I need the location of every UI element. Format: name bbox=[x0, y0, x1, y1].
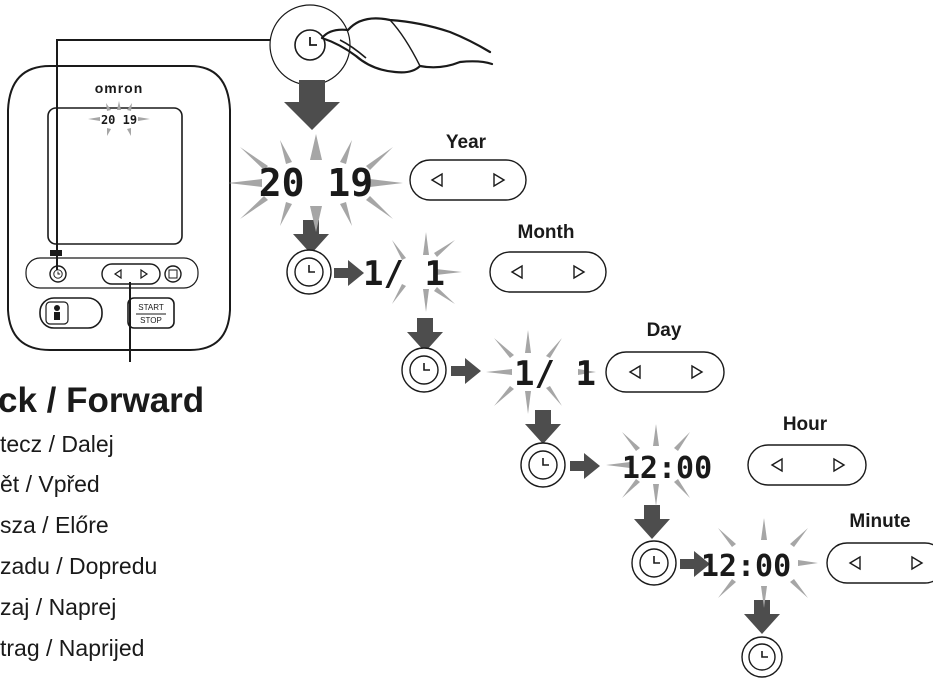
clock-button-step-2[interactable] bbox=[286, 249, 332, 295]
blink-rays bbox=[718, 518, 818, 608]
right-arrow-icon bbox=[451, 358, 481, 384]
down-arrow-icon bbox=[634, 505, 670, 539]
back-arrow-icon[interactable] bbox=[628, 364, 641, 380]
blood-pressure-monitor: omron 20 19 bbox=[7, 65, 231, 351]
day-label: Day bbox=[647, 320, 682, 341]
hour-value: 12:00 bbox=[622, 451, 712, 486]
back-arrow-icon[interactable] bbox=[848, 555, 861, 571]
hour-label: Hour bbox=[783, 414, 828, 435]
down-arrow-icon bbox=[284, 80, 340, 130]
legend-title: ck / Forward bbox=[0, 381, 204, 420]
finger-pressing-clock-button bbox=[269, 4, 494, 86]
step-year: 20 19 Year bbox=[228, 132, 527, 232]
clock-icon bbox=[308, 265, 315, 273]
down-arrow-icon bbox=[407, 318, 443, 352]
step-month: 1/ 1 Month bbox=[363, 222, 607, 312]
device-start-stop-button[interactable]: START STOP bbox=[127, 297, 175, 329]
forward-arrow-icon[interactable] bbox=[573, 264, 586, 280]
blink-rays bbox=[606, 424, 690, 506]
month-label: Month bbox=[518, 222, 575, 243]
lcd-screen bbox=[47, 107, 183, 245]
user-icon bbox=[54, 305, 60, 311]
minute-value: 12:00 bbox=[701, 549, 791, 584]
legend-line-polish: tecz / Dalej bbox=[0, 431, 114, 457]
month-back-forward-button[interactable] bbox=[489, 251, 607, 293]
step-day: 1/ 1 Day bbox=[486, 320, 725, 414]
device-lcd-year: 20 19 bbox=[101, 113, 137, 127]
clock-icon bbox=[309, 37, 317, 46]
back-arrow-icon[interactable] bbox=[430, 172, 443, 188]
legend-line-slovak: zadu / Dopredu bbox=[0, 553, 157, 579]
blink-rays bbox=[228, 134, 403, 232]
forward-arrow-icon[interactable] bbox=[691, 364, 704, 380]
forward-arrow-icon[interactable] bbox=[911, 555, 924, 571]
device-user-button[interactable] bbox=[39, 297, 103, 329]
memory-icon bbox=[168, 269, 178, 279]
clock-button-step-3[interactable] bbox=[401, 347, 447, 393]
year-value: 20 19 bbox=[259, 161, 373, 205]
back-arrow-icon[interactable] bbox=[770, 457, 783, 473]
clock-icon bbox=[761, 651, 768, 658]
forward-arrow-icon[interactable] bbox=[833, 457, 846, 473]
brand-logo: omron bbox=[95, 80, 144, 96]
device-lcd-blink-rays bbox=[88, 101, 150, 136]
down-arrow-icon bbox=[744, 600, 780, 634]
day-back-forward-button[interactable] bbox=[605, 351, 725, 393]
device-memory-button[interactable] bbox=[164, 265, 182, 283]
legend-line-croatian: trag / Naprijed bbox=[0, 635, 144, 661]
forward-arrow-icon[interactable] bbox=[493, 172, 506, 188]
back-arrow-icon bbox=[113, 268, 122, 280]
clock-button-step-4[interactable] bbox=[520, 442, 566, 488]
day-value: 1/ 1 bbox=[514, 354, 596, 394]
clock-icon bbox=[653, 556, 660, 564]
right-arrow-icon bbox=[570, 453, 600, 479]
legend-line-hungarian: sza / Előre bbox=[0, 512, 109, 538]
clock-callout-line bbox=[56, 39, 272, 270]
back-forward-legend: ck / Forward tecz / Dalej ět / Vpřed sza… bbox=[0, 381, 204, 661]
blink-rays bbox=[486, 330, 596, 414]
minute-back-forward-button[interactable] bbox=[826, 542, 933, 584]
down-arrow-icon bbox=[293, 220, 329, 254]
hour-back-forward-button[interactable] bbox=[747, 444, 867, 486]
forward-arrow-icon bbox=[140, 268, 149, 280]
start-label: START bbox=[138, 303, 164, 312]
month-value: 1/ 1 bbox=[363, 254, 445, 294]
clock-button-final[interactable] bbox=[741, 636, 783, 678]
clock-icon bbox=[423, 363, 430, 371]
year-back-forward-button[interactable] bbox=[409, 159, 527, 201]
device-back-forward-button[interactable] bbox=[101, 263, 161, 285]
year-label: Year bbox=[446, 132, 487, 153]
clock-button-step-5[interactable] bbox=[631, 540, 677, 586]
blink-rays bbox=[392, 232, 462, 312]
right-arrow-icon bbox=[334, 260, 364, 286]
legend-line-czech: ět / Vpřed bbox=[0, 471, 100, 497]
legend-line-slovenian: zaj / Naprej bbox=[0, 594, 116, 620]
step-minute: 12:00 Minute bbox=[701, 511, 933, 608]
back-arrow-icon[interactable] bbox=[510, 264, 523, 280]
clock-icon bbox=[542, 458, 549, 466]
minute-label: Minute bbox=[849, 511, 910, 532]
down-arrow-icon bbox=[525, 410, 561, 444]
stop-label: STOP bbox=[140, 316, 162, 325]
step-hour: 12:00 Hour bbox=[606, 414, 867, 506]
